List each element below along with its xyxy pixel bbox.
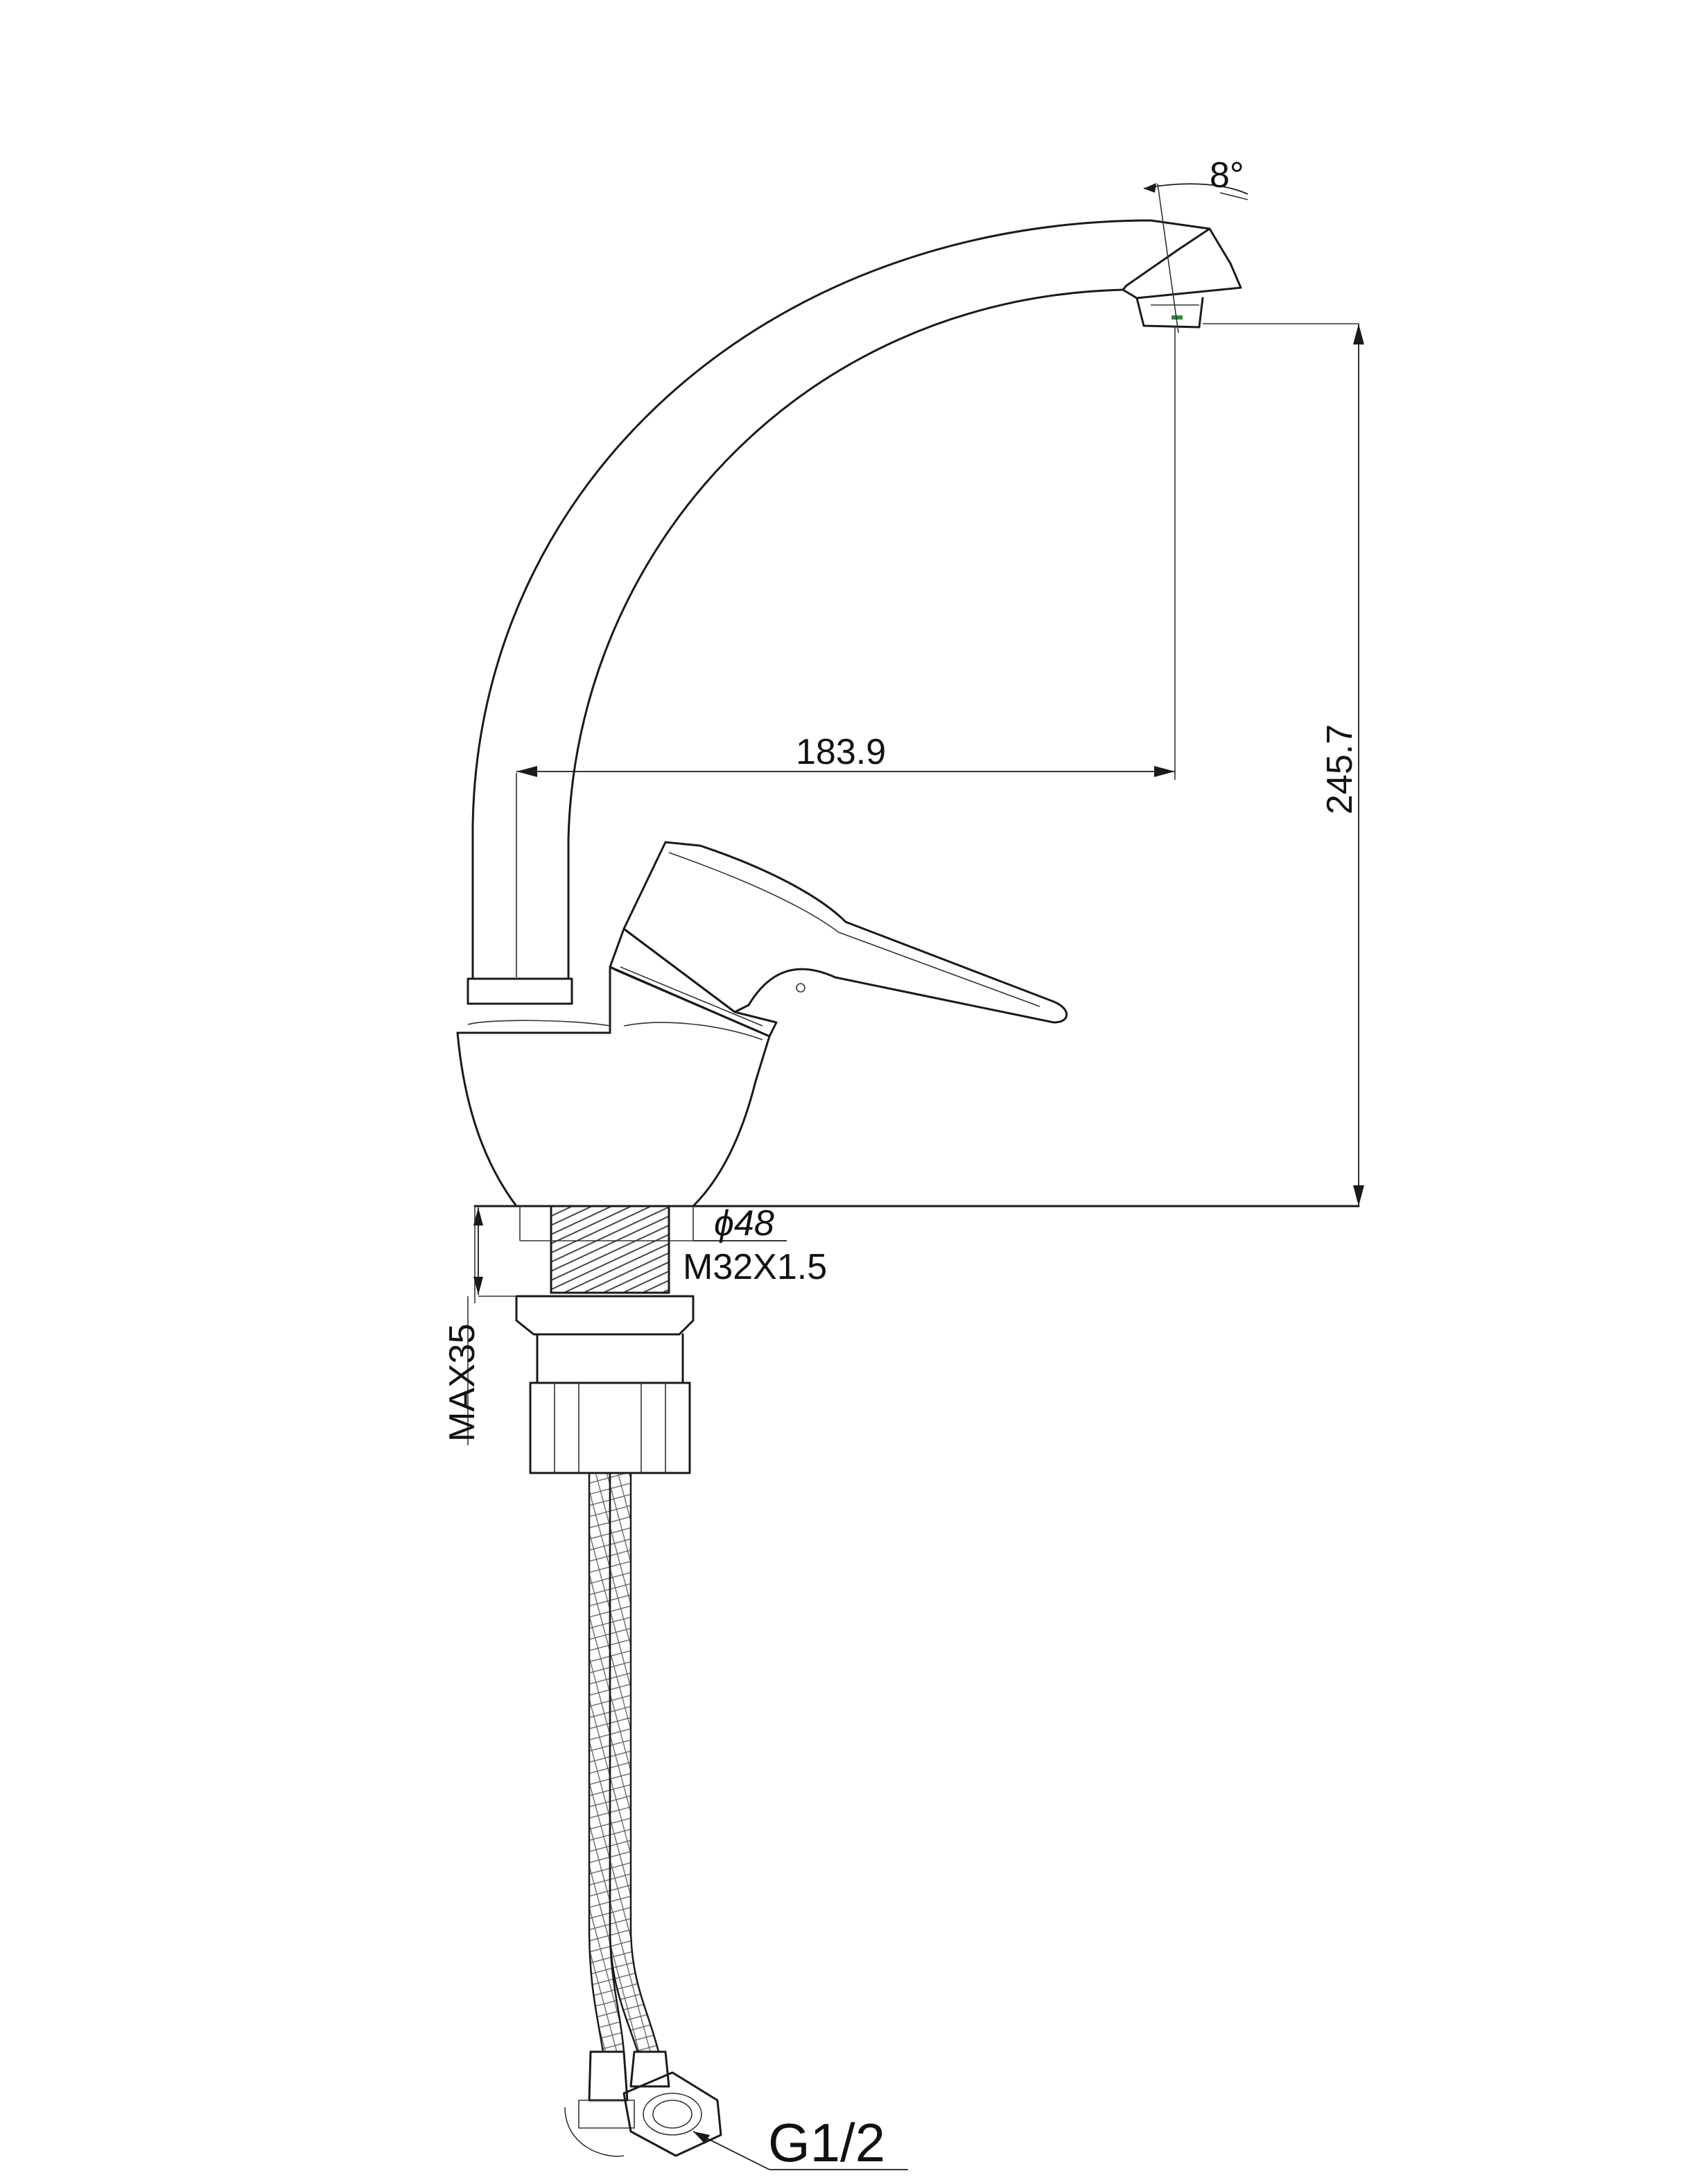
- reach-label: 183.9: [796, 732, 886, 772]
- hose-connection-label: G1/2: [768, 2112, 885, 2173]
- g12-hex-nut: [622, 2071, 722, 2157]
- dimension-max-thickness: MAX35: [442, 1206, 483, 1445]
- flexible-hoses: [564, 1472, 722, 2157]
- height-label: 245.7: [1320, 724, 1360, 814]
- threaded-shank: [550, 1205, 670, 1294]
- dimension-base-diameter: ϕ48: [693, 1203, 787, 1244]
- max-thickness-label: MAX35: [442, 1323, 482, 1442]
- dimension-spout-height: 245.7: [1203, 323, 1364, 1206]
- angle-label: 8°: [1210, 155, 1244, 195]
- dimension-spout-reach: 183.9: [516, 326, 1176, 977]
- aerator-marker: [1171, 315, 1183, 320]
- mounting-assembly: [473, 1205, 1360, 1474]
- dimension-hose-connection: G1/2: [692, 2112, 908, 2173]
- dimension-spout-angle: 8°: [1143, 155, 1248, 333]
- spout: [467, 219, 1242, 1005]
- diameter-label: ϕ48: [714, 1203, 774, 1244]
- lever-handle: [609, 841, 1068, 1038]
- thread-label: M32X1.5: [683, 1247, 827, 1287]
